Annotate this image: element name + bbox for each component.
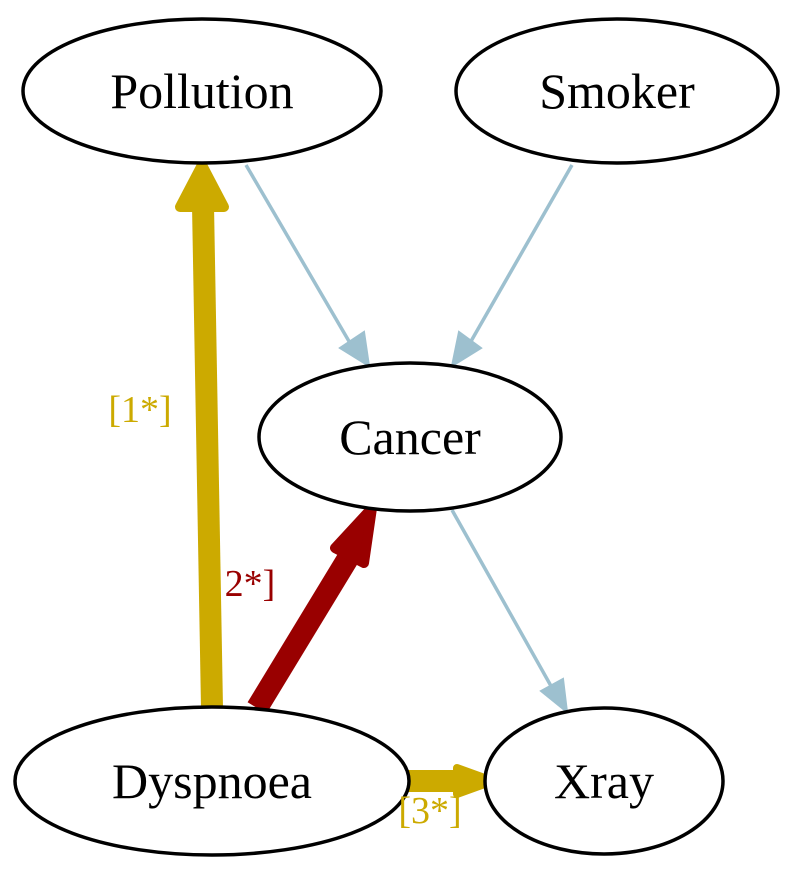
edge-dyspnoea-xray: [406, 764, 497, 798]
node-label-smoker: Smoker: [539, 63, 695, 119]
edge-pollution-cancer: [244, 164, 371, 368]
edge-smoker-cancer: [450, 164, 574, 369]
node-dyspnoea: Dyspnoea: [13, 705, 411, 857]
edge-dyspnoea-pollution: [175, 160, 229, 709]
edge-dyspnoea-cancer: [247, 503, 377, 714]
node-label-xray: Xray: [554, 753, 654, 809]
edge-label-dyspnoea-pollution: [1*]: [108, 389, 171, 431]
node-label-pollution: Pollution: [110, 63, 293, 119]
node-pollution: Pollution: [21, 17, 383, 165]
edge-label-dyspnoea-cancer: 2*]: [225, 563, 276, 605]
node-xray: Xray: [483, 706, 725, 856]
edge-cancer-xray: [450, 509, 569, 715]
node-label-cancer: Cancer: [339, 409, 481, 465]
edge-label-dyspnoea-xray: [3*]: [398, 790, 461, 832]
node-label-dyspnoea: Dyspnoea: [112, 753, 312, 809]
node-smoker: Smoker: [454, 17, 780, 165]
node-cancer: Cancer: [257, 361, 563, 513]
